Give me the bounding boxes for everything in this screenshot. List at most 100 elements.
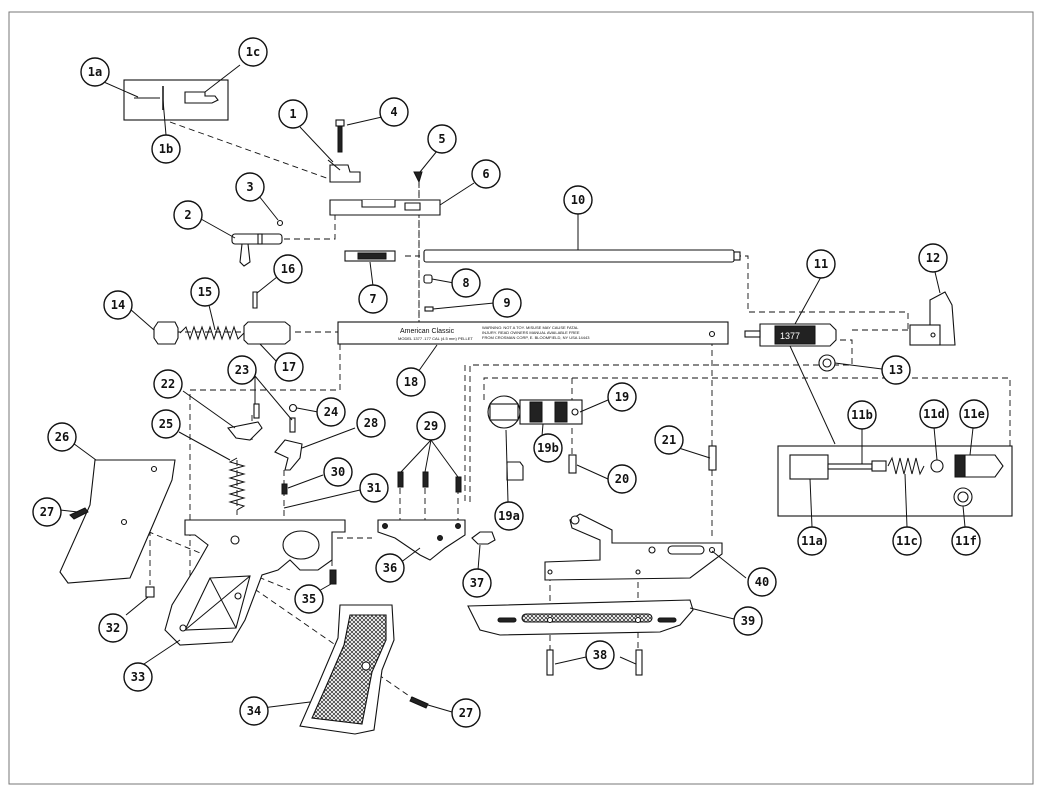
pin-part-38b bbox=[635, 649, 643, 676]
callout-label: 26 bbox=[55, 430, 69, 444]
sear-part-22 bbox=[227, 421, 263, 441]
body-tube-part-18: American Classic MODEL 1377 .177 CAL (4.… bbox=[337, 321, 729, 345]
callout-label: 1c bbox=[246, 45, 260, 59]
callout-17: 17 bbox=[274, 352, 304, 382]
stamp-warning-1: WARNING: NOT A TOY. MISUSE MAY CAUSE FAT… bbox=[482, 325, 579, 330]
callout-11f: 11f bbox=[951, 526, 981, 556]
callout-16: 16 bbox=[273, 254, 303, 284]
callout-1b: 1b bbox=[151, 134, 181, 164]
callout-label: 17 bbox=[282, 360, 296, 374]
callout-label: 20 bbox=[615, 472, 629, 486]
frame-part-33 bbox=[164, 519, 346, 646]
screw-part-32 bbox=[145, 586, 155, 598]
callout-14: 14 bbox=[103, 290, 133, 320]
callout-31: 31 bbox=[359, 473, 389, 503]
callout-40: 40 bbox=[747, 567, 777, 597]
callout-15: 15 bbox=[190, 277, 220, 307]
callout-11d: 11d bbox=[919, 399, 949, 429]
callout-12: 12 bbox=[918, 243, 948, 273]
callout-label: 24 bbox=[324, 405, 338, 419]
callout-6: 6 bbox=[471, 159, 501, 189]
callout-34: 34 bbox=[239, 696, 269, 726]
callout-label: 9 bbox=[503, 296, 510, 310]
callout-label: 19a bbox=[498, 509, 520, 523]
callout-24: 24 bbox=[316, 397, 346, 427]
ring-part-24 bbox=[288, 403, 298, 413]
grip-part-34 bbox=[299, 604, 395, 735]
pin-part-20 bbox=[568, 454, 577, 474]
callout-label: 11 bbox=[814, 257, 828, 271]
callout-13: 13 bbox=[881, 355, 911, 385]
stamp-model: MODEL 1377 .177 CAL (4.5 mm) PELLET bbox=[398, 336, 473, 341]
callout-30: 30 bbox=[323, 457, 353, 487]
callout-label: 33 bbox=[131, 670, 145, 684]
callout-1: 1 bbox=[278, 99, 308, 129]
callout-label: 25 bbox=[159, 417, 173, 431]
rear-sight-blade bbox=[184, 91, 219, 104]
callout-label: 37 bbox=[470, 576, 484, 590]
valve-inset bbox=[777, 445, 1013, 517]
screw-part-29b bbox=[422, 471, 429, 488]
callout-8: 8 bbox=[451, 268, 481, 298]
callout-label: 16 bbox=[281, 262, 295, 276]
callout-label: 11d bbox=[923, 407, 945, 421]
callout-label: 38 bbox=[593, 648, 607, 662]
callout-label: 10 bbox=[571, 193, 585, 207]
callout-label: 34 bbox=[247, 704, 261, 718]
screw-part-27b bbox=[409, 696, 429, 709]
callout-26: 26 bbox=[47, 422, 77, 452]
callout-23: 23 bbox=[227, 355, 257, 385]
screw-part-35 bbox=[329, 569, 337, 585]
callout-label: 11b bbox=[851, 408, 873, 422]
pump-lever-part-40 bbox=[544, 513, 723, 581]
callout-label: 22 bbox=[161, 377, 175, 391]
callout-label: 12 bbox=[926, 251, 940, 265]
plate-part-36 bbox=[377, 519, 466, 561]
oring-part-8 bbox=[423, 274, 433, 284]
callout-19a: 19a bbox=[494, 501, 524, 531]
callout-label: 5 bbox=[438, 132, 445, 146]
callout-29: 29 bbox=[416, 411, 446, 441]
stamp-warning-3: FROM CROSMAN CORP, E. BLOOMFIELD, NY USA… bbox=[482, 335, 590, 340]
callout-19b: 19b bbox=[533, 433, 563, 463]
grip-part-26 bbox=[59, 459, 176, 584]
callout-label: 39 bbox=[741, 614, 755, 628]
pin-part-23b bbox=[289, 417, 296, 433]
callout-9: 9 bbox=[492, 288, 522, 318]
callout-label: 1b bbox=[159, 142, 173, 156]
callout-label: 21 bbox=[662, 433, 676, 447]
callout-25: 25 bbox=[151, 409, 181, 439]
callout-label: 28 bbox=[364, 416, 378, 430]
leader-lines bbox=[59, 64, 974, 713]
end-cap-part-14 bbox=[153, 321, 179, 345]
callout-18: 18 bbox=[396, 367, 426, 397]
callout-label: 3 bbox=[246, 180, 253, 194]
callout-label: 8 bbox=[462, 276, 469, 290]
callout-36: 36 bbox=[375, 553, 405, 583]
callout-label: 23 bbox=[235, 363, 249, 377]
callout-27a: 27 bbox=[32, 497, 62, 527]
callout-label: 1 bbox=[289, 107, 296, 121]
callout-label: 2 bbox=[184, 208, 191, 222]
callout-4: 4 bbox=[379, 97, 409, 127]
callout-label: 6 bbox=[482, 167, 489, 181]
trigger-part-28 bbox=[274, 439, 303, 471]
callout-11e: 11e bbox=[959, 399, 989, 429]
callout-19: 19 bbox=[607, 382, 637, 412]
clip-part-37 bbox=[471, 531, 496, 545]
screw-part-29c bbox=[455, 476, 462, 493]
callout-label: 40 bbox=[755, 575, 769, 589]
callout-28: 28 bbox=[356, 408, 386, 438]
callout-label: 11c bbox=[896, 534, 918, 548]
bolt-part-7 bbox=[344, 250, 396, 262]
callout-11b: 11b bbox=[847, 400, 877, 430]
cap-part-19a bbox=[506, 461, 524, 481]
callout-label: 19 bbox=[615, 390, 629, 404]
callout-label: 36 bbox=[383, 561, 397, 575]
callout-label: 27 bbox=[459, 706, 473, 720]
seal-part-9 bbox=[424, 306, 434, 312]
callout-label: 35 bbox=[302, 592, 316, 606]
callout-21: 21 bbox=[654, 425, 684, 455]
pin-part-16 bbox=[252, 291, 258, 309]
callout-2: 2 bbox=[173, 200, 203, 230]
